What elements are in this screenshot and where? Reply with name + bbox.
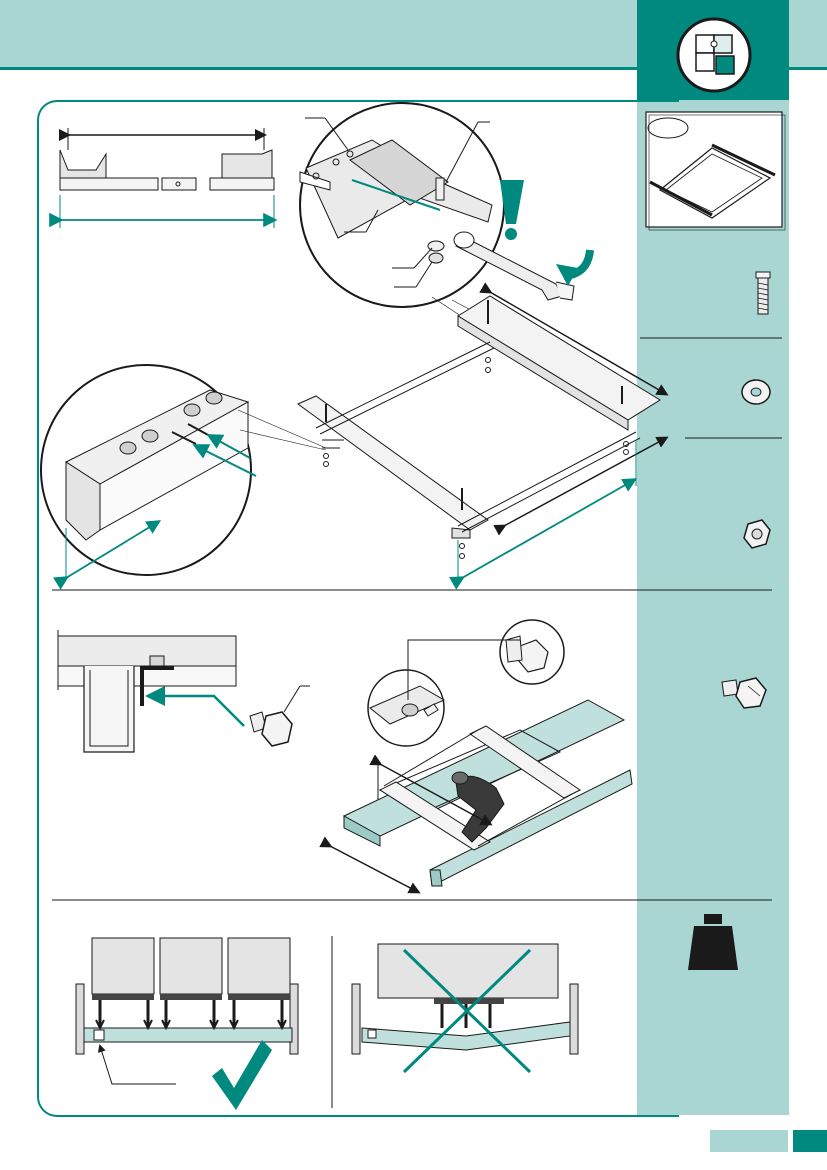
self-tapping-screw-icon [721, 677, 767, 709]
nut-icon [743, 519, 771, 549]
frame-kit-icon [645, 111, 786, 231]
cross-icon [402, 948, 532, 1074]
step2-frame-on-beams [342, 619, 633, 887]
puzzle-icon [676, 17, 752, 93]
page-number-bar [710, 1130, 788, 1152]
step1-profile-detail [40, 364, 327, 590]
step1-frame-assembly [297, 282, 669, 590]
step2-dimensions [319, 754, 493, 894]
main-panel [37, 100, 679, 1117]
rotate-arrow-icon [556, 249, 594, 286]
weight-icon [688, 914, 738, 970]
step1-profile-sketch [49, 128, 278, 228]
page-number-tab [793, 1130, 827, 1152]
header-rule [0, 67, 827, 70]
step3-incorrect-load [351, 943, 579, 1055]
step1-bolt-detail [299, 102, 505, 308]
bolt-icon [755, 271, 771, 315]
step2-section-view [57, 630, 245, 753]
exclamation-icon [500, 180, 524, 240]
step3-correct-load [75, 937, 299, 1085]
check-icon [212, 1040, 272, 1110]
screw-icon [249, 685, 310, 747]
washer-icon [741, 379, 771, 405]
